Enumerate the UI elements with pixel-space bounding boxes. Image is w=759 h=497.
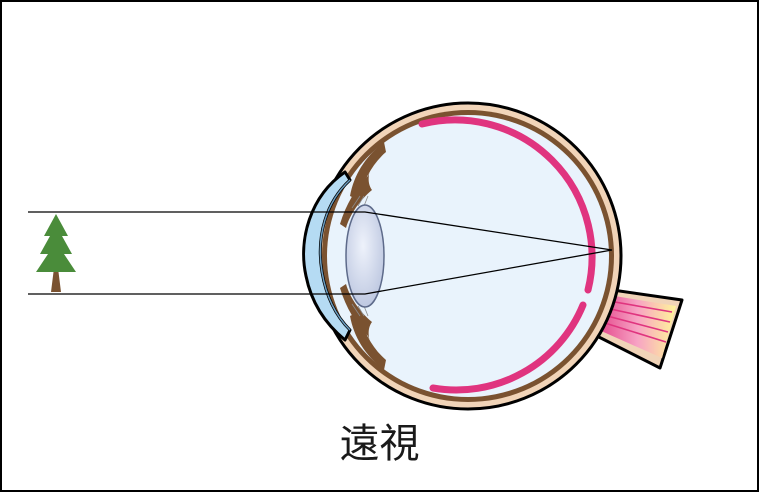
tree-icon	[36, 214, 76, 292]
iris-upper	[350, 142, 386, 200]
retina-lower	[429, 301, 587, 394]
iris-lower	[350, 312, 386, 370]
diagram-caption: 遠視	[339, 421, 420, 467]
ciliary-body-upper	[340, 148, 378, 228]
retina	[418, 116, 596, 294]
ciliary-body-lower	[340, 284, 378, 364]
lower-ray	[28, 249, 613, 295]
vitreous-body	[327, 115, 609, 397]
upper-ray	[28, 211, 613, 251]
light-rays	[28, 211, 613, 295]
lens	[345, 204, 385, 308]
cornea-inner-line	[319, 179, 351, 331]
